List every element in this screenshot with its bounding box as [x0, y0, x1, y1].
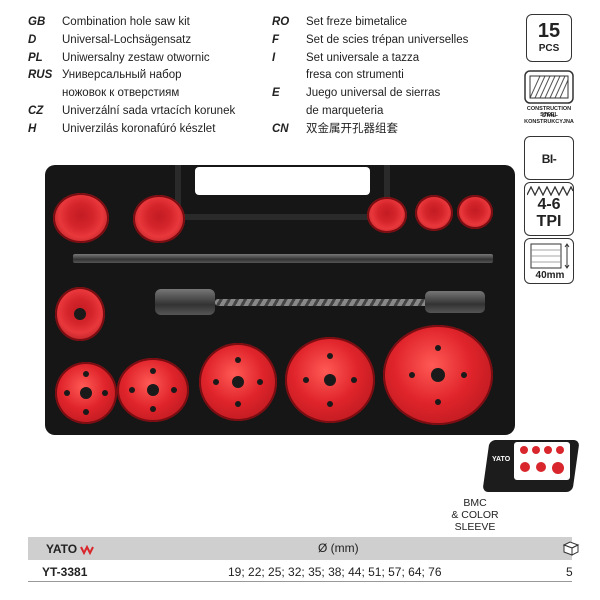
table-row: YT-3381 19; 22; 25; 32; 35; 38; 44; 51; …	[28, 560, 573, 582]
case-handle	[175, 165, 390, 220]
lang-text: Set de scies trépan universelles	[306, 34, 469, 46]
cutting-depth-badge: 40mm	[524, 238, 574, 284]
lang-code: E	[272, 87, 280, 99]
product-code: YT-3381	[42, 565, 88, 579]
steel-label-3: KONSTRUKCYJNA	[524, 119, 574, 125]
lang-code: F	[272, 34, 280, 46]
construction-steel-badge: CONSTRUCTION STEEL STAL KONSTRUKCYJNA	[524, 70, 574, 125]
caption-line: & COLOR	[451, 509, 499, 521]
lang-text: Universal-Lochsägensatz	[62, 34, 192, 46]
hole-saw-case	[45, 165, 515, 435]
package-icon	[562, 541, 580, 556]
depth-label: 40mm	[535, 270, 565, 281]
lang-text: Set freze bimetalice	[306, 16, 407, 28]
lang-code: RO	[272, 16, 290, 28]
steel-label-2: STAL	[542, 113, 556, 119]
tpi-badge: 4-6 TPI	[524, 182, 574, 236]
lang-code: RUS	[28, 69, 53, 81]
lang-code: I	[272, 52, 276, 64]
caption-line: BMC	[463, 497, 487, 509]
hole-saw-face	[383, 325, 493, 425]
hole-saw-face	[117, 358, 189, 422]
depth-dimension-icon	[530, 243, 570, 269]
lang-code: CZ	[28, 105, 44, 117]
package-quantity: 5	[566, 565, 573, 579]
lang-text: de marqueteria	[306, 105, 384, 117]
hole-saw-small	[55, 287, 105, 341]
lang-code: CN	[272, 123, 289, 135]
lang-code: PL	[28, 52, 43, 64]
lang-code: H	[28, 123, 37, 135]
steel-label-1: CONSTRUCTION STEEL	[526, 106, 572, 118]
lang-code: GB	[28, 16, 46, 28]
hole-saw-face	[285, 337, 375, 423]
hole-saw-face	[199, 343, 277, 421]
caption-line: SLEEVE	[454, 521, 496, 533]
thumbnail-logo: YATO	[492, 456, 511, 463]
hole-saw-small	[457, 195, 493, 229]
hole-saw-small	[53, 193, 109, 243]
lang-text: fresa con strumenti	[306, 69, 404, 81]
case-handle-slot	[195, 167, 370, 195]
lang-text: Set universale a tazza	[306, 52, 420, 64]
brand-mark-icon	[80, 544, 95, 556]
diameter-list: 19; 22; 25; 32; 35; 38; 44; 51; 57; 64; …	[228, 565, 442, 579]
tpi-unit: TPI	[536, 213, 562, 230]
lang-text: Универсальный набор	[62, 69, 182, 81]
lang-text: Combination hole saw kit	[62, 16, 190, 28]
case-thumbnail: YATO	[480, 432, 580, 494]
lang-text: Univerzilás koronafúró készlet	[62, 123, 216, 135]
hole-saw-small	[415, 195, 453, 231]
lang-text: 双金属开孔器组套	[306, 123, 398, 135]
lang-text: ножовок к отверстиям	[62, 87, 180, 99]
extension-rod	[73, 254, 493, 263]
lang-code: D	[28, 34, 37, 46]
bimetal-badge: BI-METAL	[524, 136, 574, 210]
piece-count-badge: 15 PCS	[526, 14, 572, 62]
hole-saw-face	[55, 362, 117, 424]
pilot-drill-bit	[215, 299, 431, 306]
table-header: YATO Ø (mm)	[28, 537, 580, 560]
saw-teeth-icon	[527, 186, 573, 196]
lang-text: Univerzální sada vrtacích korunek	[62, 105, 236, 117]
brand-logo: YATO	[46, 542, 95, 556]
diameter-header: Ø (mm)	[318, 541, 359, 555]
piece-unit: PCS	[538, 43, 560, 54]
arbor-adapter	[425, 291, 485, 313]
arbor-mandrel	[155, 289, 215, 315]
spec-table: YATO Ø (mm) YT-3381 19; 22; 25; 32; 35; …	[28, 537, 580, 582]
lang-text: Uniwersalny zestaw otwornic	[62, 52, 210, 64]
piece-count: 15	[537, 20, 561, 42]
lang-text: Juego universal de sierras	[306, 87, 441, 99]
brand-name: YATO	[46, 542, 78, 556]
hole-saw-small	[133, 195, 185, 243]
tpi-range: 4-6	[537, 196, 561, 213]
sleeve-caption: BMC & COLOR SLEEVE	[440, 497, 510, 533]
steel-beam-icon	[524, 70, 574, 104]
hole-saw-small	[367, 197, 407, 233]
